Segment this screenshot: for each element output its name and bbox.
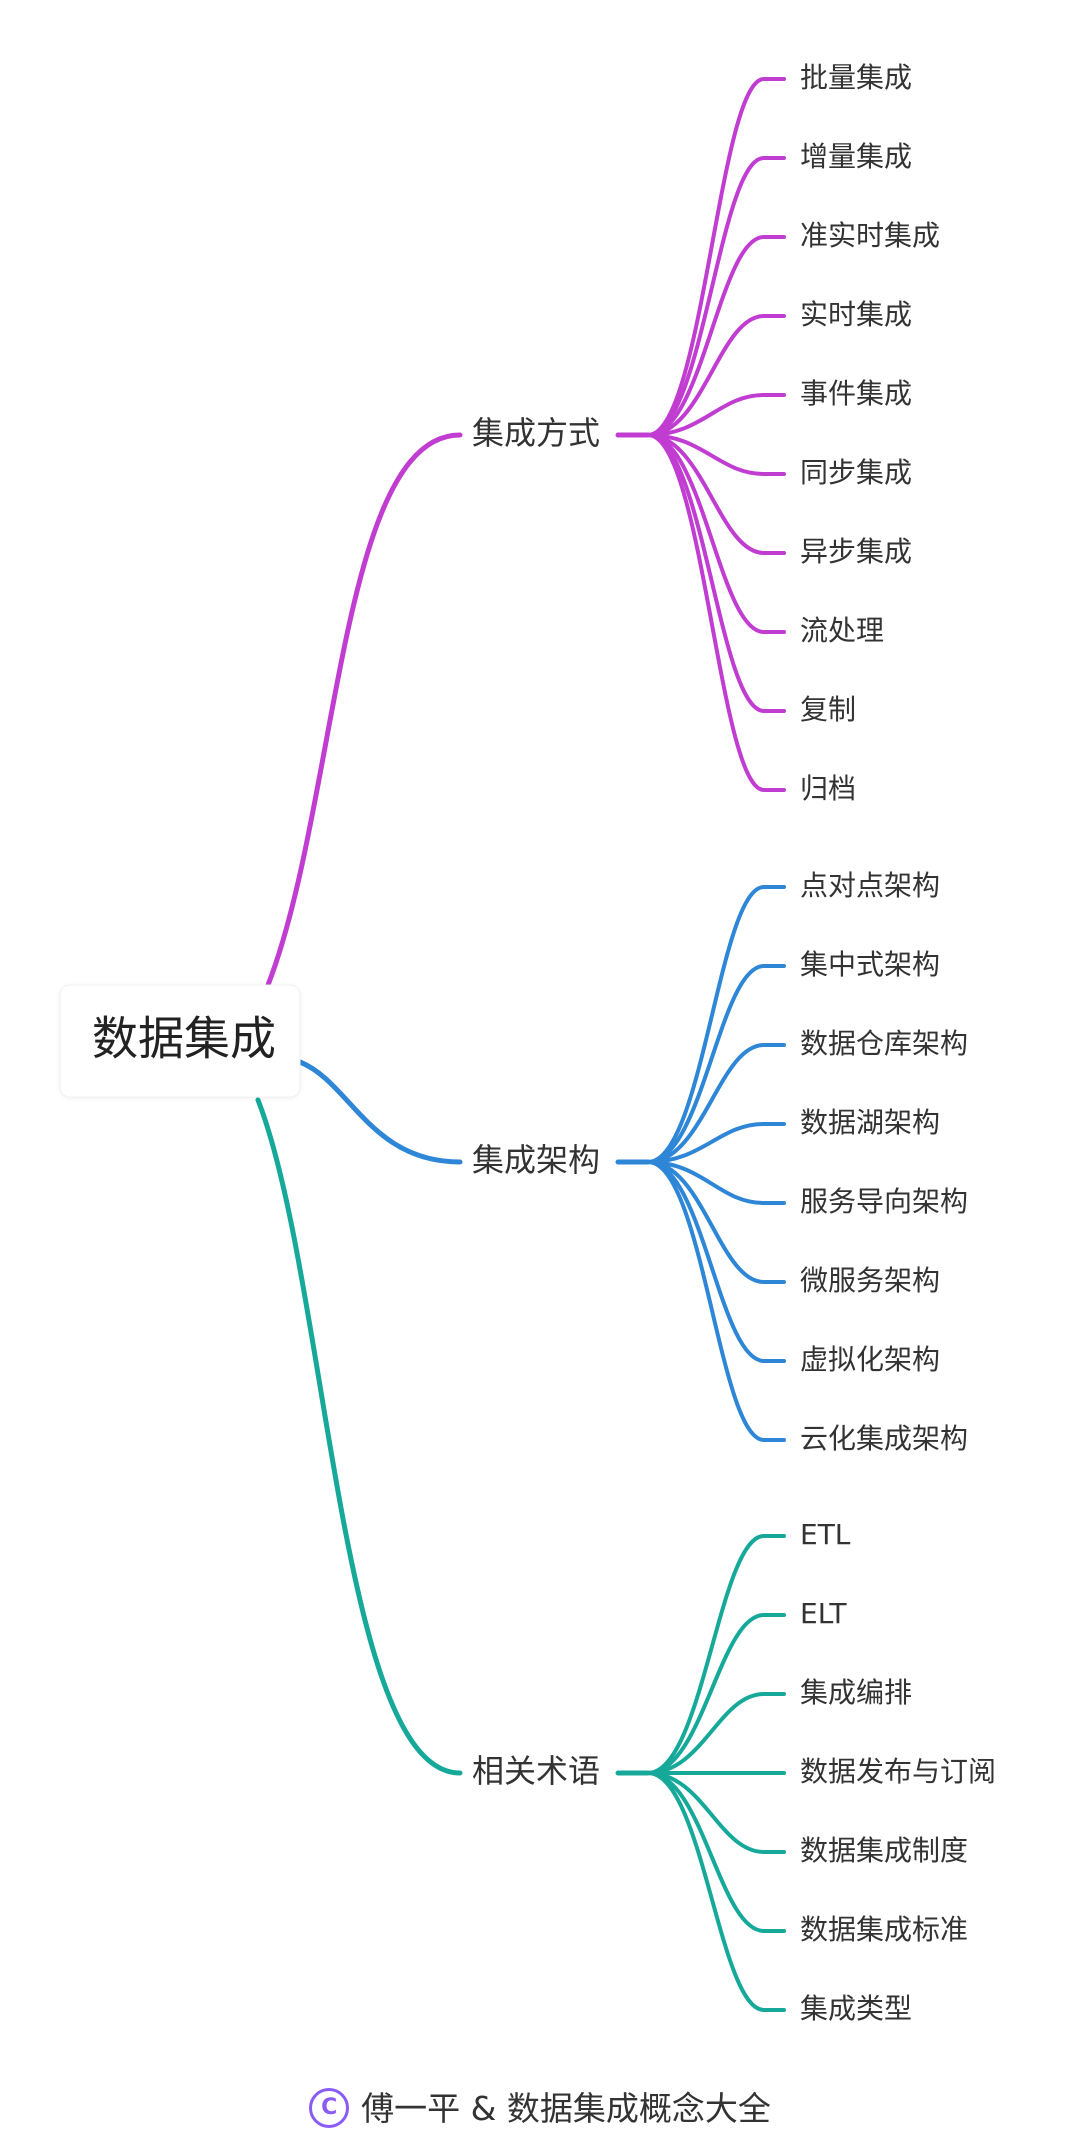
- leaf-node: ELT: [800, 1597, 847, 1630]
- branch-node-2: 集成架构: [472, 1141, 600, 1179]
- leaf-link: [646, 1160, 786, 1205]
- leaf-link: [646, 433, 786, 476]
- leaf-link: [646, 235, 786, 437]
- leaf-link: [646, 393, 786, 437]
- root-node-label: 数据集成: [92, 1012, 276, 1066]
- leaf-node: 准实时集成: [800, 219, 940, 252]
- leaf-link: [646, 1613, 786, 1775]
- leaf-link: [646, 1692, 786, 1775]
- leaf-node: 服务导向架构: [800, 1185, 968, 1218]
- leaf-node: 集成编排: [800, 1676, 912, 1709]
- leaf-node: 云化集成架构: [800, 1422, 968, 1455]
- leaf-link: [646, 1160, 786, 1284]
- leaf-link: [646, 1534, 786, 1775]
- leaf-link: [646, 1771, 786, 2012]
- leaf-link: [646, 1160, 786, 1363]
- leaf-node: 同步集成: [800, 456, 912, 489]
- leaf-node: ETL: [800, 1518, 851, 1551]
- leaf-node: 事件集成: [800, 377, 912, 410]
- branch-node-1: 集成方式: [472, 414, 600, 452]
- copyright-icon: C: [309, 2087, 350, 2128]
- leaf-node: 集成类型: [800, 1992, 912, 2025]
- leaf-node: 数据集成制度: [800, 1834, 968, 1867]
- leaf-node: 数据湖架构: [800, 1106, 940, 1139]
- footer-credit: C 傅一平 & 数据集成概念大全: [0, 2082, 1080, 2131]
- leaf-node: 异步集成: [800, 535, 912, 568]
- leaf-node: 数据集成标准: [800, 1913, 968, 1946]
- leaf-node: 复制: [800, 693, 856, 726]
- leaf-node: 实时集成: [800, 298, 912, 331]
- leaf-link: [646, 1043, 786, 1164]
- leaf-node: 点对点架构: [800, 869, 940, 902]
- leaf-node: 微服务架构: [800, 1264, 940, 1297]
- root-link-2: [297, 1059, 463, 1165]
- leaf-link: [646, 1771, 786, 1854]
- leaf-link: [646, 433, 786, 713]
- leaf-node: 数据仓库架构: [800, 1027, 968, 1060]
- mind-map-links: [255, 77, 786, 2012]
- root-link-1: [265, 432, 463, 988]
- leaf-link: [646, 433, 786, 792]
- leaf-link: [646, 1160, 786, 1442]
- leaf-node: 数据发布与订阅: [800, 1755, 996, 1788]
- root-node-box: [59, 984, 301, 1098]
- leaf-node: 集中式架构: [800, 948, 940, 981]
- leaf-link: [646, 1771, 786, 1933]
- leaf-link: [646, 964, 786, 1164]
- leaf-node: 增量集成: [800, 140, 912, 173]
- leaf-link: [646, 314, 786, 437]
- leaf-node: 批量集成: [800, 61, 912, 94]
- leaf-link: [646, 433, 786, 555]
- leaf-link: [646, 433, 786, 634]
- leaf-link: [646, 1122, 786, 1164]
- root-link-3: [255, 1097, 463, 1776]
- leaf-node: 流处理: [800, 614, 884, 647]
- leaf-link: [646, 156, 786, 437]
- leaf-link: [646, 885, 786, 1164]
- leaf-node: 虚拟化架构: [800, 1343, 940, 1376]
- leaf-node: 归档: [800, 772, 856, 805]
- leaf-link: [646, 77, 786, 437]
- footer-text: 傅一平 & 数据集成概念大全: [361, 2089, 771, 2128]
- mind-map-nodes: 数据集成 集成方式 批量集成增量集成准实时集成实时集成事件集成同步集成异步集成流处理…: [59, 61, 996, 2025]
- branch-node-3: 相关术语: [472, 1752, 600, 1790]
